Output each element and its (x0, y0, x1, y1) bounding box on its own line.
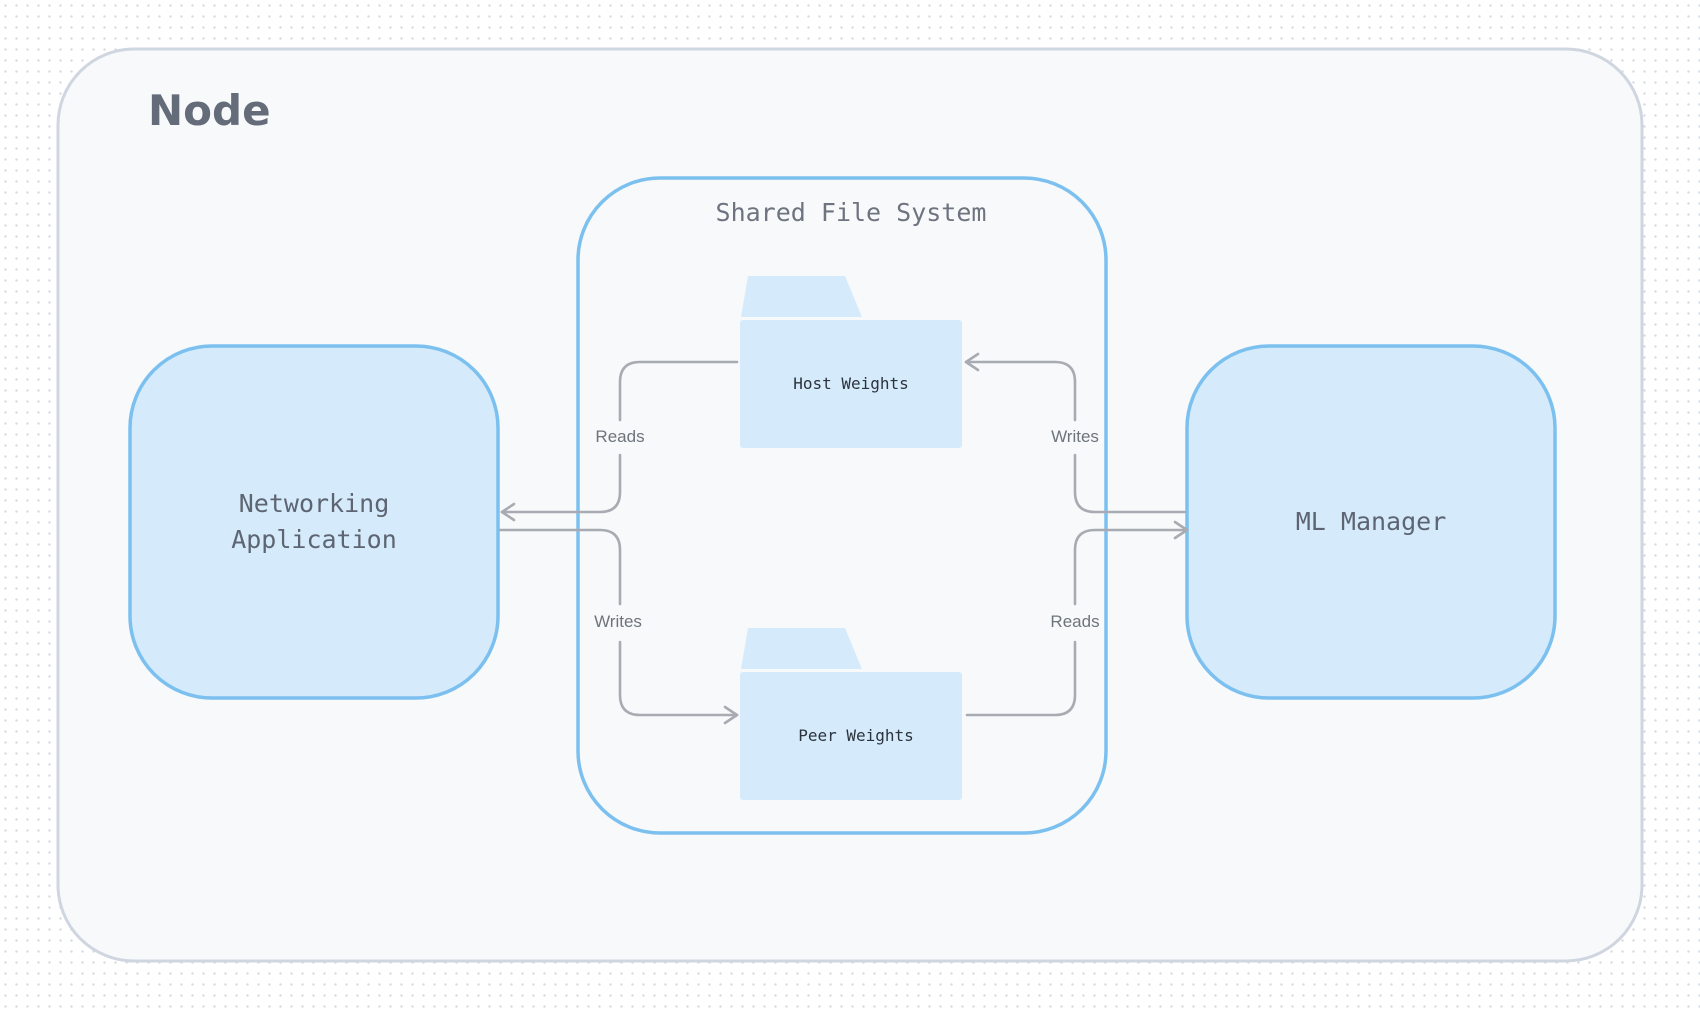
node-title: Node (148, 86, 271, 135)
host-weights-label: Host Weights (793, 374, 909, 393)
shared-file-system-container (576, 176, 1108, 835)
reads-arrow-host-to-networking (502, 360, 739, 512)
reads-label-right: Reads (1050, 612, 1100, 631)
writes-arrow-networking-to-peer (498, 528, 737, 715)
peer-weights-label: Peer Weights (798, 726, 914, 745)
reads-label-left: Reads (595, 427, 645, 446)
writes-arrow-ml-to-host (966, 362, 1187, 514)
writes-label-right: Writes (1051, 427, 1099, 446)
networking-application-label-line1: Networking (238, 489, 390, 518)
host-weights-folder-icon (740, 276, 962, 448)
networking-application-label: Networking Application (130, 486, 498, 558)
peer-weights-folder-icon (740, 628, 962, 800)
networking-application-label-line2: Application (231, 525, 397, 554)
ml-manager-label: ML Manager (1295, 507, 1447, 536)
reads-arrow-peer-to-ml (965, 530, 1187, 717)
shared-file-system-title: Shared File System (715, 198, 987, 227)
writes-label-left: Writes (594, 612, 642, 631)
